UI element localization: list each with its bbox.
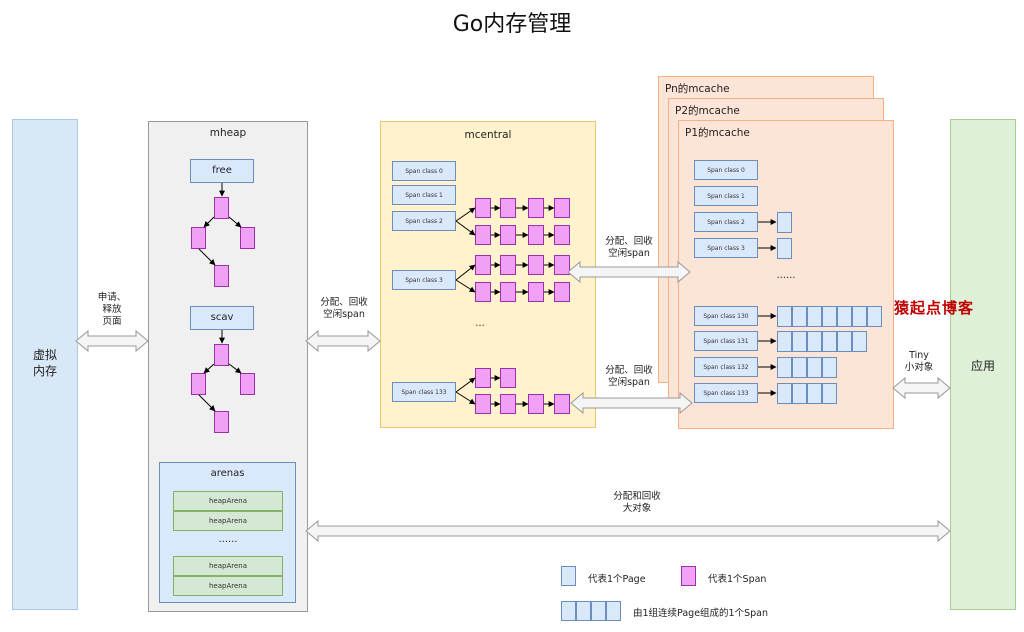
mcache-page xyxy=(777,212,792,233)
free-tree-span xyxy=(191,227,206,249)
mcentral-span xyxy=(475,368,491,388)
mheap-title: mheap xyxy=(209,127,247,139)
free-tree-span xyxy=(240,227,255,249)
alloc-page-label: 申请、 释放 页面 xyxy=(97,292,127,327)
mcentral-ellipsis: … xyxy=(475,318,485,329)
alloc-span-left-label: 分配、回收 空闲span xyxy=(320,297,368,320)
mcentral-span xyxy=(475,225,491,245)
legend-multi-page xyxy=(561,601,576,621)
legend-page-swatch xyxy=(561,566,576,586)
mcache-span-class: Span class 133 xyxy=(694,383,758,403)
watermark: 猿起点博客 xyxy=(894,299,975,317)
mcache-span-class: Span class 131 xyxy=(694,331,758,351)
heap-arena: heapArena xyxy=(173,556,283,576)
alloc-span-top-label: 分配、回收 空闲span xyxy=(605,236,653,259)
mcache-page xyxy=(852,306,867,327)
mcache-page xyxy=(807,306,822,327)
legend-span-label: 代表1个Span xyxy=(708,574,767,585)
mcache-span-class: Span class 3 xyxy=(694,238,758,258)
virtual-memory-column: 虚拟 内存 xyxy=(12,119,78,610)
mcache-page xyxy=(852,331,867,352)
mcache-p2-title: P2的mcache xyxy=(675,105,740,117)
scav-tree-span xyxy=(191,373,206,395)
mcache-span-class: Span class 2 xyxy=(694,212,758,232)
mcentral-span-class: Span class 1 xyxy=(392,185,456,205)
mcache-page xyxy=(837,331,852,352)
heap-arena: heapArena xyxy=(173,511,283,531)
virtual-memory-label: 虚拟 内存 xyxy=(32,348,57,378)
free-box: free xyxy=(190,159,254,183)
mcentral-span xyxy=(475,255,491,275)
heap-arena: heapArena xyxy=(173,491,283,511)
mcentral-span-class: Span class 3 xyxy=(392,270,456,290)
application-label: 应用 xyxy=(970,359,995,373)
arenas-ellipsis: …… xyxy=(218,534,238,545)
mcache-page xyxy=(777,357,792,378)
legend-multi-label: 由1组连续Page组成的1个Span xyxy=(633,608,768,619)
scav-tree-span xyxy=(214,344,229,366)
mcentral-span-class: Span class 0 xyxy=(392,161,456,181)
large-object-label: 分配和回收 大对象 xyxy=(613,491,661,514)
mcache-page xyxy=(822,383,837,404)
mcache-page xyxy=(867,306,882,327)
mcache-page xyxy=(822,357,837,378)
mcentral-span-class: Span class 133 xyxy=(392,382,456,402)
mcache-page xyxy=(792,357,807,378)
legend-span-swatch xyxy=(681,566,696,586)
mcache-p1-title: P1的mcache xyxy=(685,127,750,139)
mcache-span-class: Span class 132 xyxy=(694,357,758,377)
mcache-page xyxy=(807,383,822,404)
mcache-page xyxy=(777,331,792,352)
heap-arena: heapArena xyxy=(173,576,283,596)
legend-multi-page xyxy=(576,601,591,621)
mcache-page xyxy=(792,383,807,404)
alloc-span-bottom-label: 分配、回收 空闲span xyxy=(605,365,653,388)
mcentral-title: mcentral xyxy=(464,129,512,141)
mcache-page xyxy=(777,306,792,327)
mcache-page xyxy=(777,238,792,259)
scav-tree-span xyxy=(214,411,229,433)
mcache-page xyxy=(777,383,792,404)
mcache-page xyxy=(792,306,807,327)
mcache-page xyxy=(807,357,822,378)
mcentral-span-class: Span class 2 xyxy=(392,211,456,231)
mcache-page xyxy=(837,306,852,327)
mcache-span-class: Span class 0 xyxy=(694,160,758,180)
application-column: 应用 xyxy=(950,119,1016,610)
free-tree-span xyxy=(214,197,229,219)
mcache-span-class: Span class 130 xyxy=(694,306,758,326)
free-tree-span xyxy=(214,265,229,287)
scav-tree-span xyxy=(240,373,255,395)
mcache-page xyxy=(792,331,807,352)
mcache-page xyxy=(807,331,822,352)
mcache-ellipsis: …… xyxy=(776,270,796,281)
legend-page-label: 代表1个Page xyxy=(588,574,646,585)
arenas-title: arenas xyxy=(210,468,245,479)
legend-multi-page xyxy=(606,601,621,621)
mcache-page xyxy=(822,331,837,352)
scav-box: scav xyxy=(190,306,254,330)
mcentral-span xyxy=(475,198,491,218)
page-title: Go内存管理 xyxy=(452,12,572,37)
tiny-object-label: Tiny 小对象 xyxy=(904,350,934,373)
mcache-page xyxy=(822,306,837,327)
mcache-span-class: Span class 1 xyxy=(694,186,758,206)
legend-multi-page xyxy=(591,601,606,621)
mcache-pn-title: Pn的mcache xyxy=(665,83,730,95)
